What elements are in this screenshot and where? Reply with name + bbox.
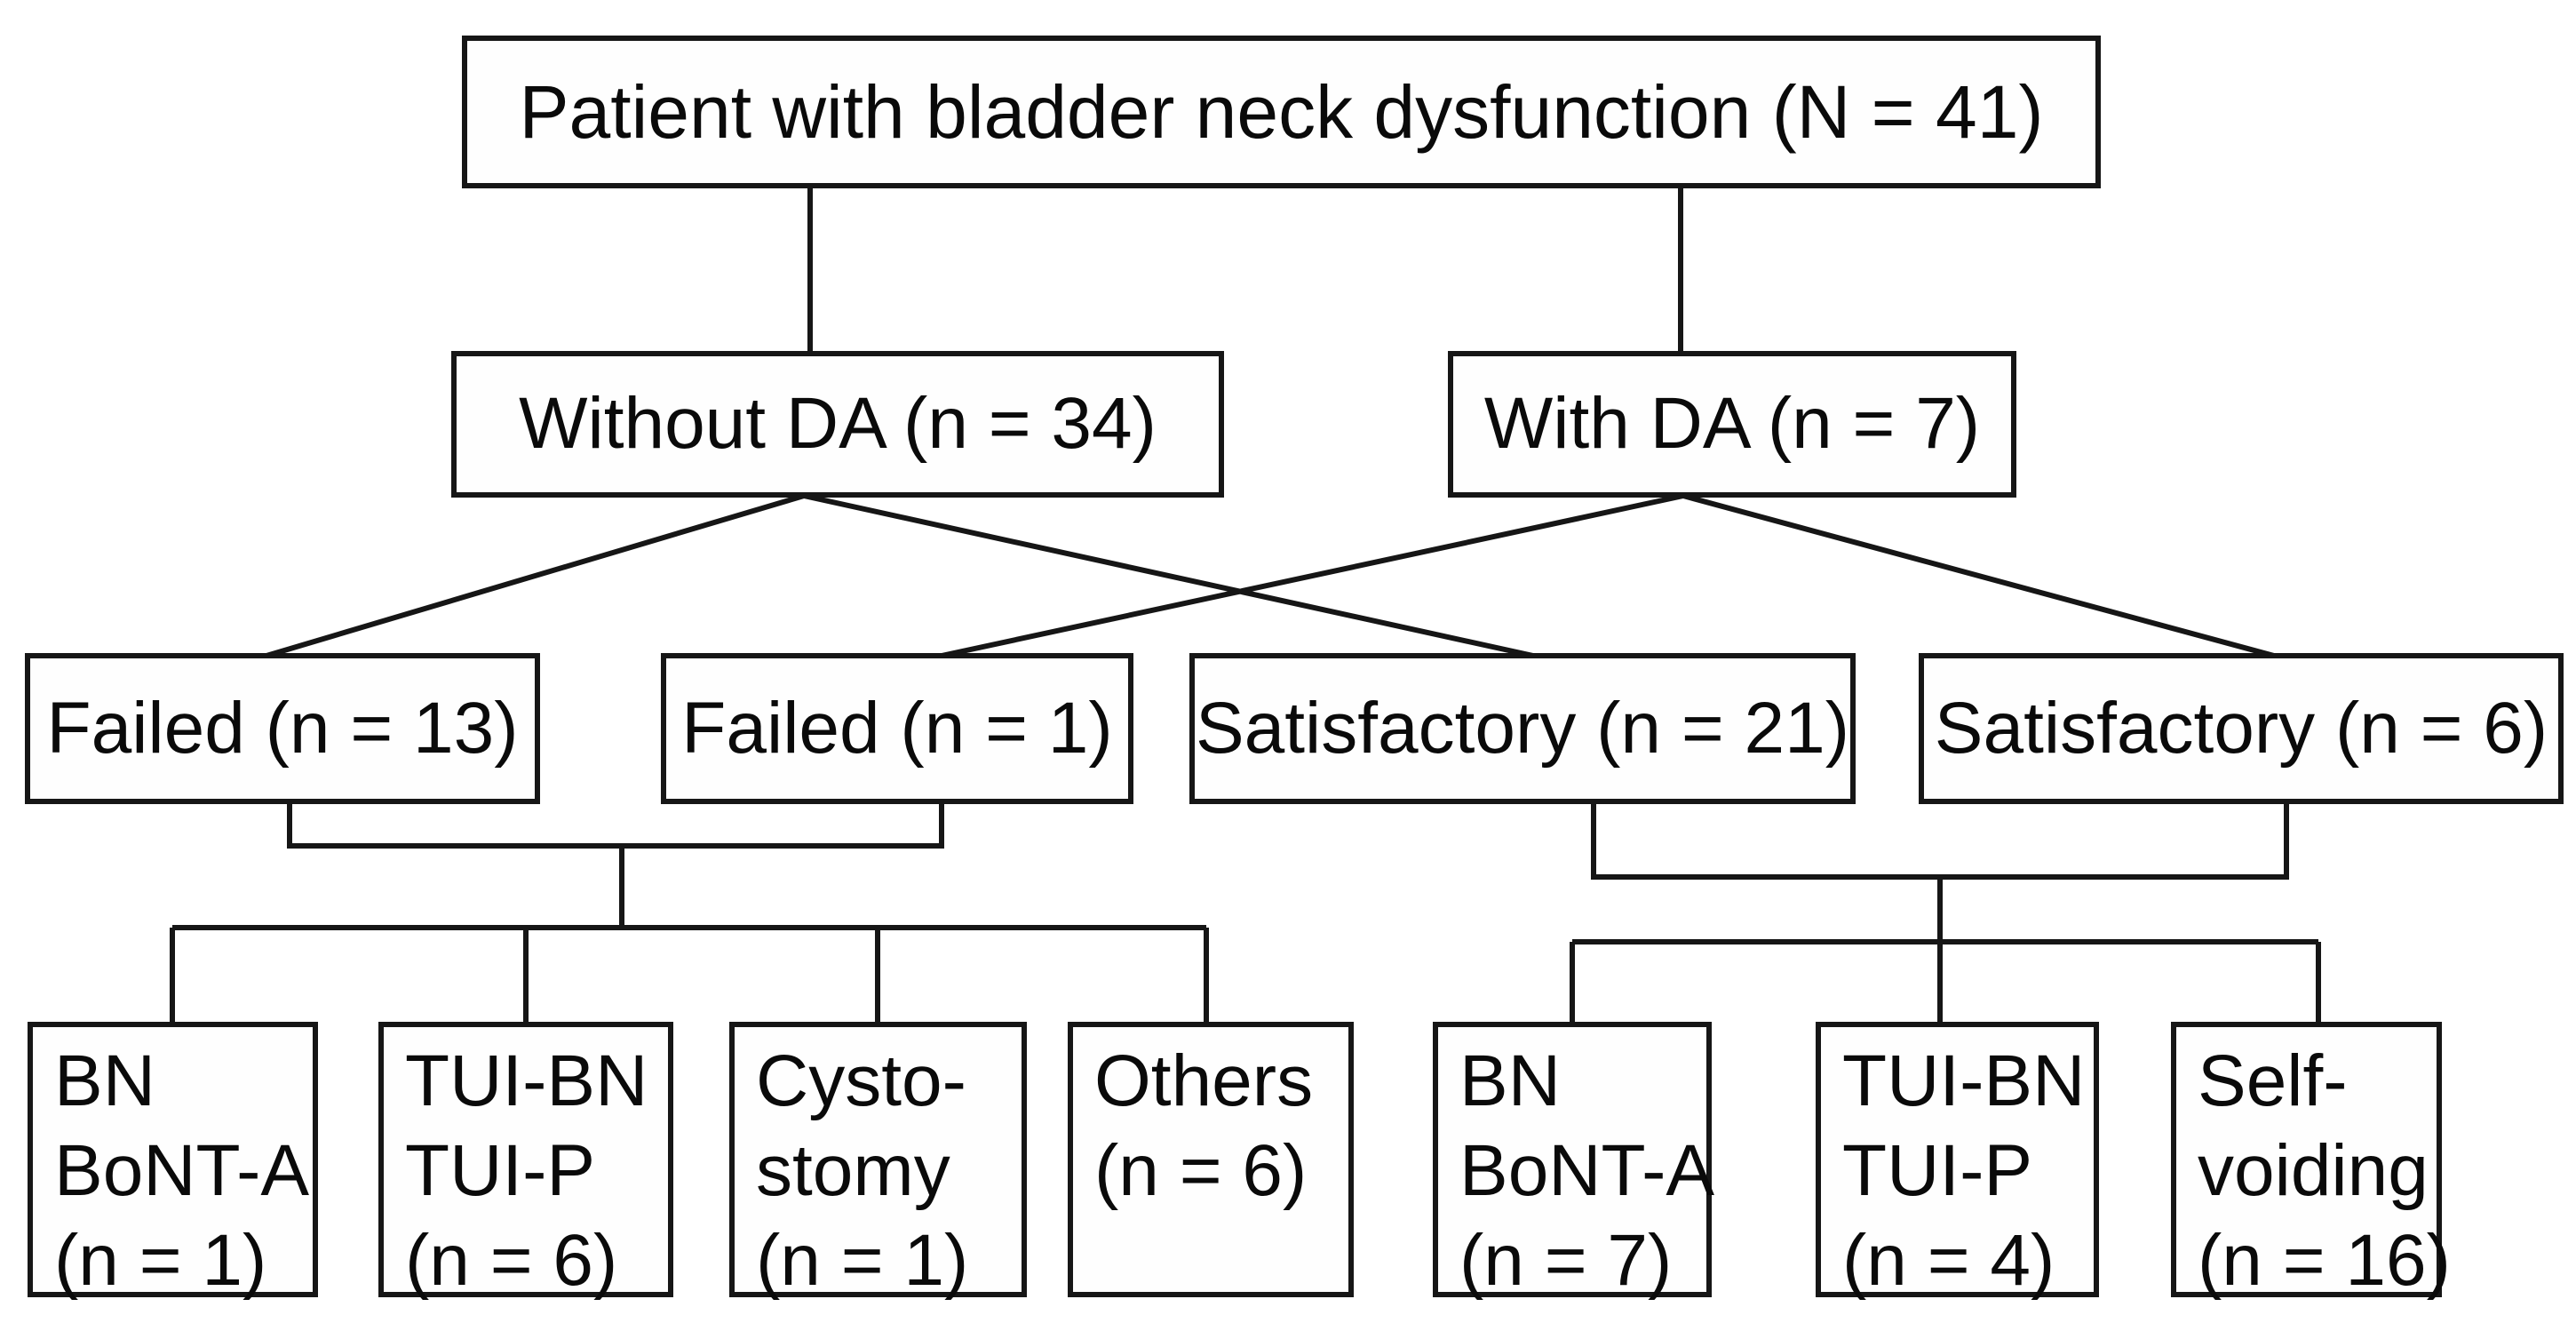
node-line: BN xyxy=(1459,1040,1561,1121)
node-failed-with-da: Failed (n = 1) xyxy=(661,653,1133,804)
node-line: TUI-BN xyxy=(405,1040,648,1121)
node-line: (n = 16) xyxy=(2198,1220,2451,1301)
node-line: (n = 7) xyxy=(1459,1220,1673,1301)
node-line: TUI-P xyxy=(1842,1130,2033,1211)
edge-without-da-failed13 xyxy=(266,493,805,658)
node-failed-tui-bn-tui-p: TUI-BN TUI-P (n = 6) xyxy=(378,1022,673,1301)
node-line: TUI-BN xyxy=(1842,1040,2086,1121)
node-line: (n = 4) xyxy=(1842,1220,2055,1301)
node-line: (n = 1) xyxy=(756,1220,969,1301)
node-line: (n = 6) xyxy=(405,1220,618,1301)
node-satisfactory-tui-bn-tui-p: TUI-BN TUI-P (n = 4) xyxy=(1816,1022,2099,1301)
node-line: stomy xyxy=(756,1130,950,1211)
node-line: Cysto- xyxy=(756,1040,966,1121)
node-line: BoNT-A xyxy=(54,1130,310,1211)
edge-without-da-sat21 xyxy=(803,493,1534,658)
node-line: (n = 6) xyxy=(1094,1130,1308,1211)
node-line: (n = 1) xyxy=(54,1220,267,1301)
node-satisfactory-without-da: Satisfactory (n = 21) xyxy=(1189,653,1856,804)
node-satisfactory-with-da: Satisfactory (n = 6) xyxy=(1919,653,2564,804)
node-failed-others: Others (n = 6) xyxy=(1068,1022,1354,1297)
node-line: BN xyxy=(54,1040,155,1121)
node-failed-bn-bont-a: BN BoNT-A (n = 1) xyxy=(28,1022,318,1301)
node-satisfactory-self-voiding: Self- voiding (n = 16) xyxy=(2171,1022,2451,1301)
node-line: voiding xyxy=(2198,1130,2429,1211)
node-without-da: Without DA (n = 34) xyxy=(451,351,1224,498)
node-root: Patient with bladder neck dysfunction (N… xyxy=(462,36,2101,188)
node-line: BoNT-A xyxy=(1459,1130,1715,1211)
node-failed-without-da: Failed (n = 13) xyxy=(25,653,540,804)
node-line: TUI-P xyxy=(405,1130,596,1211)
node-failed-cystostomy: Cysto- stomy (n = 1) xyxy=(729,1022,1027,1301)
node-line: Others xyxy=(1094,1040,1314,1121)
node-satisfactory-bn-bont-a: BN BoNT-A (n = 7) xyxy=(1433,1022,1715,1301)
node-with-da: With DA (n = 7) xyxy=(1448,351,2016,498)
edge-with-da-failed1 xyxy=(941,493,1684,658)
node-line: Self- xyxy=(2198,1040,2348,1121)
edge-with-da-sat6 xyxy=(1682,493,2275,658)
